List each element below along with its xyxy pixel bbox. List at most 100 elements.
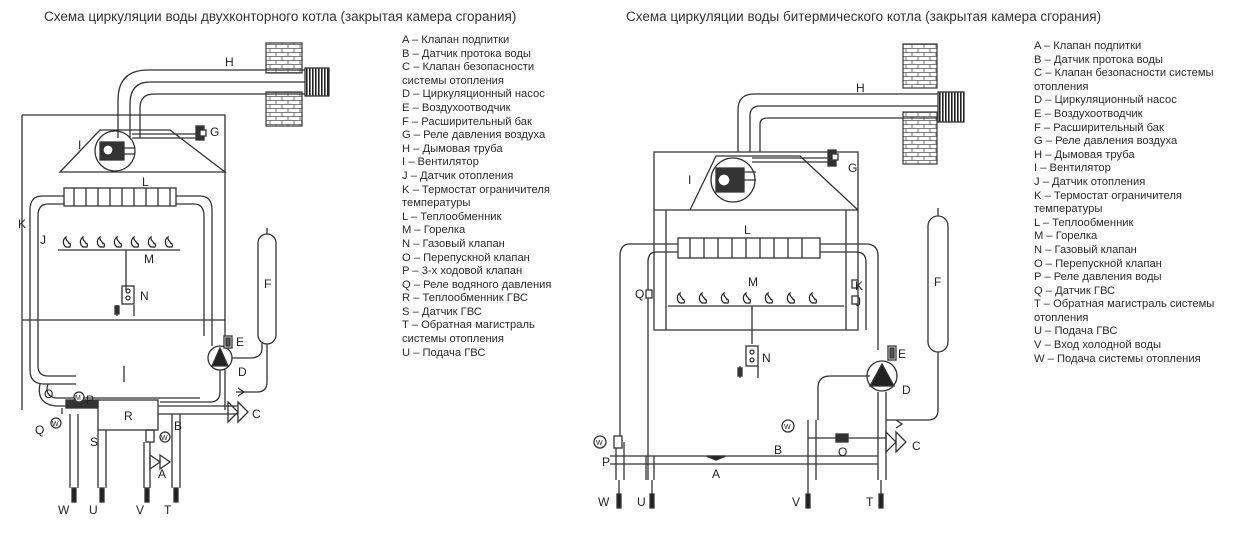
left-flames [62,236,174,248]
right-sensors [645,279,859,305]
left-legend-item: L – Теплообменник [402,210,502,223]
left-label-I: I [78,138,81,152]
right-label-J: J [855,295,861,309]
right-burner [668,305,844,344]
left-legend-item: P – 3-х ходовой клапан [402,265,523,278]
right-legend-item: J – Датчик отопления [1034,175,1146,188]
left-label-G: G [210,125,219,139]
left-gauge-b-symbol: W [161,435,168,442]
left-legend-item: R – Теплообменник ГВС [402,292,529,305]
left-legend-item: F – Расширительный бак [402,115,532,128]
left-diagram [21,42,330,503]
right-legend-item: T – Обратная магистраль системы отоплени… [1034,298,1215,324]
left-label-P: P [86,393,94,407]
right-label-W: W [598,495,610,509]
left-label-F: F [264,277,271,291]
left-legend-item: K – Термостат ограничителя температуры [402,183,550,210]
left-legend-item: G – Реле давления воздуха [402,129,546,142]
right-label-E: E [898,347,906,361]
left-label-K: K [18,217,26,231]
left-legend-item: S – Датчик ГВС [402,305,482,318]
right-gas-valve [737,345,759,378]
right-fan [710,157,756,203]
right-label-V: V [792,495,800,509]
left-label-U: U [89,503,98,517]
left-label-L: L [142,175,149,189]
left-dhw-section [38,366,249,443]
left-label-J: J [40,233,46,247]
right-label-G: G [848,161,857,175]
right-legend-item: M – Горелка [1034,230,1098,243]
right-legend-item: W – Подача системы отопления [1034,352,1201,365]
right-heating-loop [619,243,879,480]
right-legend-item: L – Теплообменник [1034,216,1134,229]
left-legend-item: C – Клапан безопасности системы отоплени… [402,61,535,87]
left-label-B: B [174,419,182,433]
left-label-V: V [136,503,144,517]
right-label-B: B [774,443,782,457]
right-flue-pipe [737,91,965,152]
right-legend-item: U – Подача ГВС [1034,325,1118,338]
burner-flame-icon [764,292,774,304]
right-legend-item: H – Дымовая труба [1034,148,1135,161]
burner-flame-icon [62,236,72,248]
right-label-H: H [856,81,865,95]
right-legend-item: D – Циркуляционный насос [1034,94,1177,107]
burner-flame-icon [147,236,157,248]
left-expansion-tank [236,228,277,393]
left-legend-item: H – Дымовая труба [402,142,503,155]
right-label-L: L [744,223,751,237]
left-chimney-wall [265,42,303,127]
right-dhw-lines [593,435,878,480]
left-label-O: O [44,387,53,401]
left-label-D: D [238,365,247,379]
right-label-O: O [838,445,847,459]
left-label-S: S [90,435,98,449]
right-chimney-wall [902,43,938,165]
left-legend-item: D – Циркуляционный насос [402,88,545,101]
right-legend-item: I – Вентилятор [1034,162,1111,175]
right-legend-item: C – Клапан безопасности системы отоплени… [1034,67,1214,93]
right-label-F: F [934,275,941,289]
left-label-R: R [124,409,133,423]
burner-flame-icon [698,292,708,304]
right-label-I: I [688,173,691,187]
left-heat-exchanger [63,187,177,207]
burner-flame-icon [96,236,106,248]
left-legend-item: T – Обратная магистраль системы отоплени… [402,319,535,346]
left-label-Q: Q [35,423,44,437]
left-label-H: H [225,55,234,69]
right-label-A: A [712,467,720,481]
right-fan-hood [689,155,859,211]
burner-flame-icon [808,292,818,304]
left-label-T: T [164,503,172,517]
right-flames [676,292,818,304]
burner-flame-icon [113,236,123,248]
left-label-M: M [144,252,154,266]
left-outlets [69,414,181,503]
right-labels: H G I L M Q K J N F E D C O B A P W U V … [596,81,941,509]
burner-flame-icon [786,292,796,304]
right-bypass-and-safety [781,419,907,480]
right-gauge-p-symbol: W [596,440,603,447]
left-legend-item: Q – Реле водяного давления [402,278,552,291]
left-legend-item: N – Газовый клапан [402,237,505,250]
burner-flame-icon [79,236,89,248]
right-label-U: U [637,495,646,509]
right-legend-item: F – Расширительный бак [1034,121,1164,134]
right-legend-item: O – Перепускной клапан [1034,257,1162,270]
right-pump [817,345,898,480]
right-diagram-title: Схема циркуляции воды битермического кот… [626,9,1102,24]
left-legend-item: U – Подача ГВС [402,346,486,359]
left-burner [58,249,180,290]
right-legend-item: E – Воздухоотводчик [1034,107,1143,120]
right-legend-item: N – Газовый клапан [1034,243,1137,256]
right-boiler-casing [653,151,859,331]
burner-flame-icon [742,292,752,304]
left-label-C: C [252,407,261,421]
left-heating-loop [29,195,213,385]
right-inner-chamber [654,209,858,330]
left-legend-item: J – Датчик отопления [402,169,514,182]
left-gas-valve [114,285,135,316]
